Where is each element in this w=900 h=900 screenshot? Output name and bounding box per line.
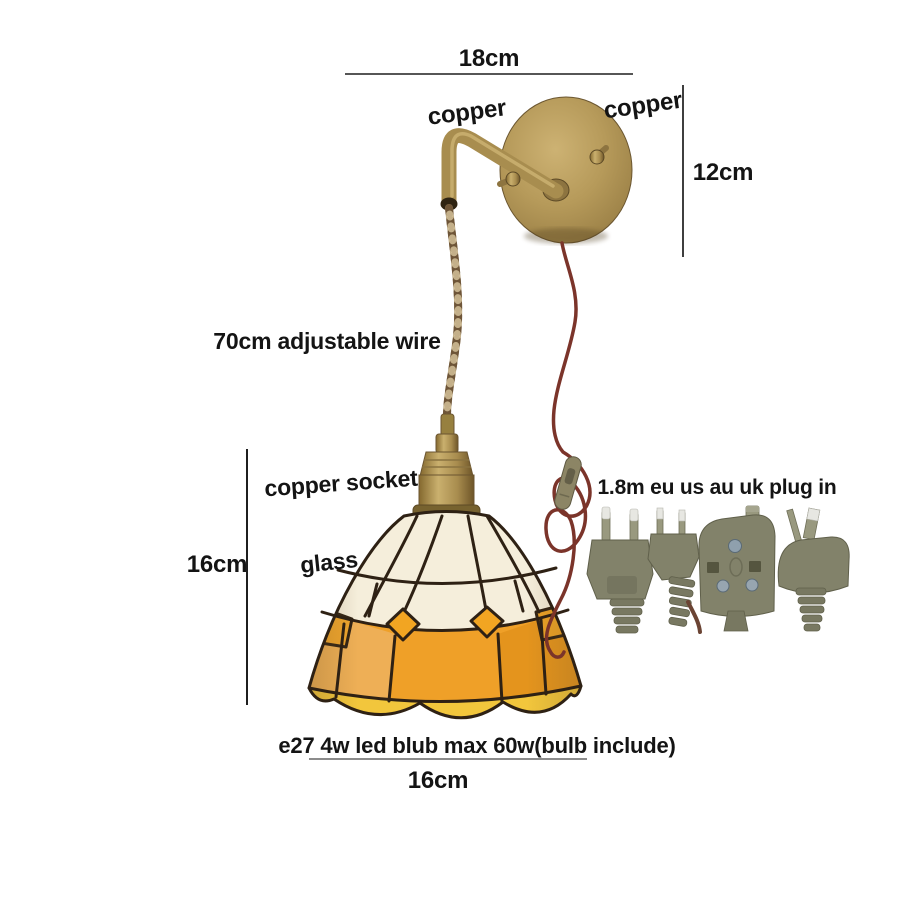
twisted-wire	[442, 204, 463, 428]
mounting-screws	[497, 145, 609, 187]
uk-plug	[698, 505, 776, 632]
mounting-screw-right	[589, 149, 605, 165]
glass-diamond-left	[385, 607, 421, 642]
inline-switch	[554, 456, 582, 510]
bulb-label-underline	[309, 758, 587, 760]
dim-label-shade-width: 16cm	[407, 767, 469, 794]
glass-diamond-right	[469, 605, 505, 639]
label-plug-options: 1.8m eu us au uk plug in	[597, 476, 837, 499]
au-plug	[777, 507, 850, 632]
plug-photo	[586, 505, 850, 634]
us-plug	[647, 507, 702, 634]
label-bulb-spec: e27 4w led blub max 60w(bulb include)	[278, 733, 676, 758]
dim-line-12cm	[682, 85, 684, 257]
glass-shade	[307, 510, 583, 720]
dim-label-plate-height: 12cm	[692, 159, 754, 186]
dim-line-18cm	[345, 73, 633, 75]
dim-label-top-width: 18cm	[458, 45, 520, 72]
eu-plug	[586, 506, 654, 634]
copper-socket	[412, 413, 481, 519]
dim-line-16cm-left	[246, 449, 248, 705]
mounting-screw-left	[505, 171, 521, 187]
dim-label-shade-height: 16cm	[186, 551, 248, 578]
power-cord	[544, 241, 592, 659]
label-adjustable-wire: 70cm adjustable wire	[213, 328, 441, 354]
